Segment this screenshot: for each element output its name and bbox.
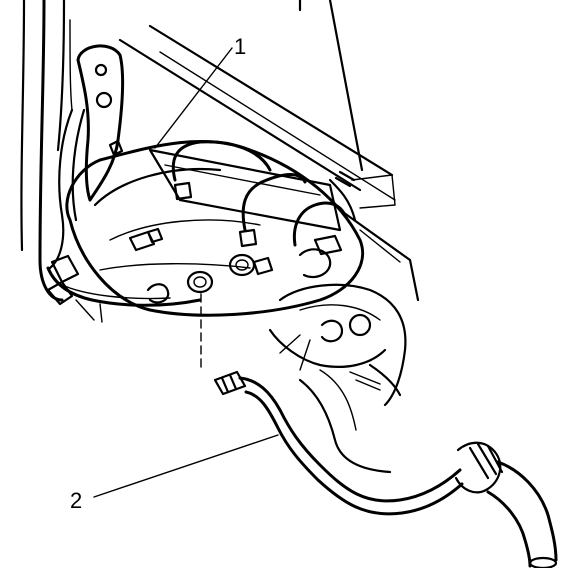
callout-2-leader-line [93, 434, 279, 498]
callout-1: 1 [154, 34, 246, 149]
callout-1-number: 1 [234, 34, 246, 59]
wiring-harness [46, 108, 202, 323]
pressure-pipe-hose [200, 293, 558, 568]
callout-2: 2 [70, 434, 279, 513]
callout-1-leader-line [154, 47, 233, 149]
brake-lines [171, 140, 357, 248]
modulator-valve-unit [65, 139, 365, 317]
mounting-bracket [76, 44, 125, 202]
lower-housing [268, 283, 407, 474]
callout-2-number: 2 [70, 488, 82, 513]
vehicle-frame [20, 0, 420, 302]
